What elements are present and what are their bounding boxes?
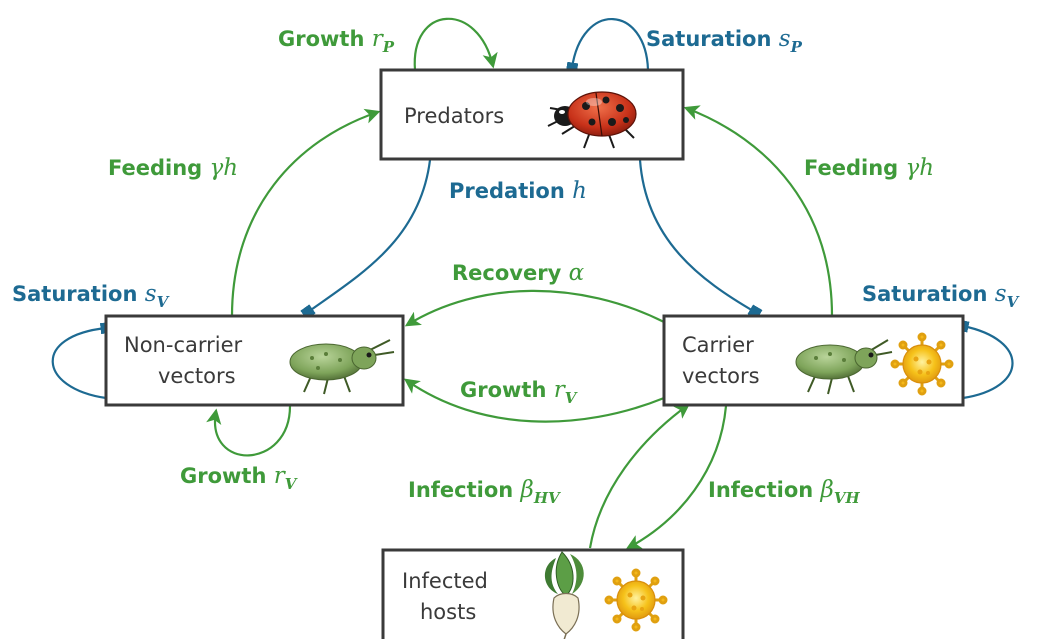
predation-right-edge — [640, 160, 755, 312]
recovery-edge — [407, 291, 664, 325]
growth-v-left-label: Growth rV — [180, 463, 298, 493]
noncarrier-label-line1: Non-carrier — [124, 333, 243, 357]
virus-icon — [606, 570, 666, 630]
feeding-right-label: Feeding γh — [804, 155, 934, 181]
noncarrier-vectors-node: Non-carrier vectors — [106, 316, 403, 405]
infection-vh-edge — [628, 406, 726, 548]
hosts-label-line2: hosts — [420, 600, 476, 624]
saturation-v-left-loop — [53, 328, 106, 398]
predators-node: Predators — [381, 70, 683, 159]
saturation-v-right-label: Saturation sV — [862, 281, 1020, 311]
growth-p-label: Growth rP — [278, 26, 395, 56]
carrier-label-line1: Carrier — [682, 333, 754, 357]
predation-label: Predation h — [449, 178, 587, 204]
infection-vh-label: Infection βVH — [708, 477, 860, 507]
predation-left-edge — [308, 160, 430, 312]
saturation-v-left-label: Saturation sV — [12, 281, 170, 311]
hosts-label-line1: Infected — [402, 569, 488, 593]
carrier-vectors-node: Carrier vectors — [664, 316, 963, 405]
growth-v-left-loop — [215, 406, 290, 455]
saturation-p-loop — [572, 19, 648, 70]
carrier-label-line2: vectors — [682, 364, 760, 388]
feeding-right-edge — [686, 108, 832, 316]
virus-icon — [892, 334, 952, 394]
saturation-v-right-loop — [963, 326, 1013, 398]
predators-label: Predators — [404, 104, 504, 128]
noncarrier-label-line2: vectors — [158, 364, 236, 388]
feeding-left-edge — [232, 112, 378, 316]
growth-p-loop — [415, 19, 493, 70]
infection-hv-edge — [590, 405, 688, 548]
growth-v-mid-label: Growth rV — [460, 377, 578, 407]
infection-hv-label: Infection βHV — [408, 477, 561, 507]
infected-hosts-node: Infected hosts — [383, 550, 683, 639]
recovery-label: Recovery α — [452, 260, 585, 286]
saturation-p-label: Saturation sP — [646, 26, 803, 56]
feeding-left-label: Feeding γh — [108, 155, 238, 181]
